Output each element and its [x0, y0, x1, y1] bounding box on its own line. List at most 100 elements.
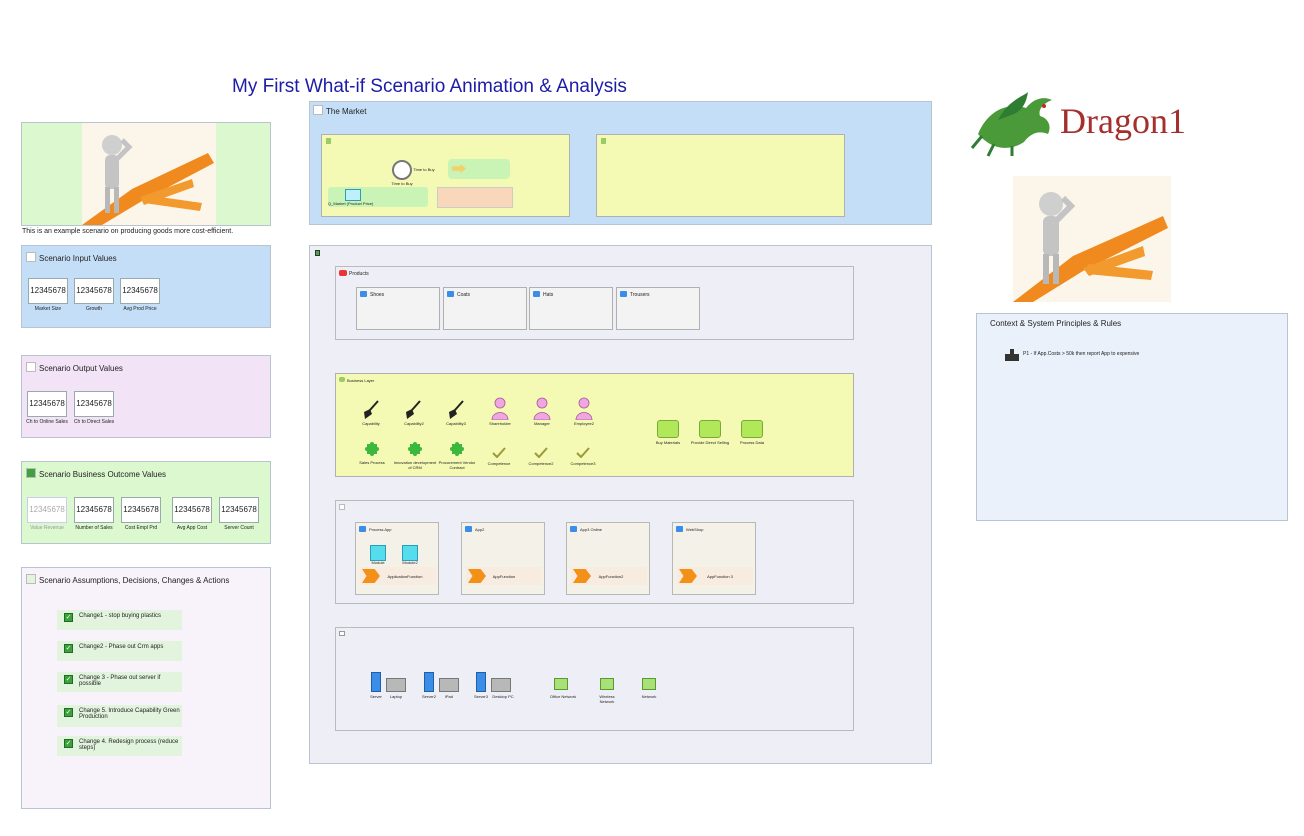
app-icon — [465, 526, 472, 532]
ch-online-sales-field[interactable]: 12345678 — [27, 391, 67, 417]
change-item[interactable]: ✓Change 5. Introduce Capability Green Pr… — [57, 705, 182, 727]
app-function-bar: AppFunction 3 — [677, 567, 753, 585]
market-bar: Q_Market (Product Price) — [328, 187, 428, 207]
panel-icon — [26, 252, 36, 262]
infrastructure-layer: Server Laptop Server2 iPad Server3 Deskt… — [335, 627, 854, 731]
ch-direct-sales-field[interactable]: 12345678 — [74, 391, 114, 417]
checkbox-icon: ✓ — [64, 675, 73, 684]
number-of-sales-field[interactable]: 12345678 — [74, 497, 114, 523]
network-label: Wireless Network — [599, 694, 615, 704]
layer-title: Products — [349, 271, 369, 277]
product-shoes[interactable]: Shoes — [356, 287, 440, 330]
puzzle-icon — [407, 441, 423, 462]
shovel-icon — [362, 400, 380, 425]
market-segment-box-2 — [596, 134, 845, 217]
process-label: Innovation development of CRM — [393, 460, 437, 470]
dragon1-logo: Dragon1 — [968, 90, 1216, 160]
products-layer: Products Shoes Coats Hats Trousers — [335, 266, 854, 340]
server-icon — [424, 672, 434, 692]
dragon-icon — [970, 92, 1052, 157]
panel-title: Scenario Business Outcome Values — [39, 470, 167, 479]
avg-prod-price-field[interactable]: 12345678 — [120, 278, 160, 304]
field-label: Growth — [85, 306, 103, 312]
logo-text: Dragon1 — [1060, 101, 1186, 141]
arrow-block — [448, 159, 510, 179]
panel-icon — [313, 105, 323, 115]
growth-field[interactable]: 12345678 — [74, 278, 114, 304]
person-icon — [575, 396, 593, 425]
node-label: iPad — [444, 694, 453, 699]
function-label: Provide Direct Selling — [690, 440, 730, 445]
outcome-values-panel: Scenario Business Outcome Values 1234567… — [21, 461, 271, 544]
value-revenue-field[interactable]: 12345678 — [27, 497, 67, 523]
network-icon — [554, 678, 568, 690]
app-box[interactable]: App2 AppFunction — [461, 522, 545, 595]
panel-icon — [315, 250, 320, 256]
app-function-bar: ApplicationFunction — [360, 567, 436, 585]
change-item[interactable]: ✓Change 4. Redesign process (reduce step… — [57, 736, 182, 756]
capability-label: Capability — [362, 421, 380, 426]
clock-icon — [392, 160, 412, 180]
product-trousers[interactable]: Trousers — [616, 287, 700, 330]
clock-label: Time to Buy — [413, 167, 435, 172]
app-icon — [570, 526, 577, 532]
field-label: Ch to Online Sales — [26, 419, 68, 425]
change-item[interactable]: ✓Change 3 - Phase out server if possible — [57, 672, 182, 692]
server-count-field[interactable]: 12345678 — [219, 497, 259, 523]
product-icon — [533, 291, 540, 297]
field-label: Market Size — [34, 306, 62, 312]
competence-icon — [492, 445, 506, 463]
app-box[interactable]: Process App Module Module2 ApplicationFu… — [355, 522, 439, 595]
market-panel: The Market Time to Buy Time to Buy Q_Mar… — [309, 101, 932, 225]
module-icon — [402, 545, 418, 561]
product-hats[interactable]: Hats — [529, 287, 613, 330]
product-coats[interactable]: Coats — [443, 287, 527, 330]
network-label: Network — [641, 694, 657, 699]
app-icon — [359, 526, 366, 532]
app-function-bar: AppFunction2 — [571, 567, 647, 585]
person-label: Employee2 — [573, 421, 594, 426]
field-label: Cost Empl Prd — [124, 525, 158, 531]
app-function-label: ApplicationFunction — [387, 574, 423, 579]
checkbox-icon: ✓ — [64, 708, 73, 717]
app-box[interactable]: App3 Online AppFunction2 — [566, 522, 650, 595]
business-function-box[interactable] — [741, 420, 763, 438]
laptop-icon — [386, 678, 406, 692]
business-layer: Business Layer Capability Capability2 Ca… — [335, 373, 854, 477]
avg-app-cost-field[interactable]: 12345678 — [172, 497, 212, 523]
person-label: Manager — [534, 421, 550, 426]
market-bar-label: Q_Market (Product Price) — [328, 201, 374, 206]
product-icon — [360, 291, 367, 297]
change-item[interactable]: ✓Change2 - Phase out Crm apps — [57, 641, 182, 661]
business-function-box[interactable] — [657, 420, 679, 438]
chevron-icon — [362, 569, 380, 583]
cost-empl-prd-field[interactable]: 12345678 — [121, 497, 161, 523]
panel-title: The Market — [326, 107, 367, 116]
principle-rule: P1 - If App.Costs > 50k then report App … — [1023, 351, 1140, 357]
node-label: Laptop — [389, 694, 403, 699]
process-label: Sales Process — [359, 460, 385, 465]
shovel-icon — [404, 400, 422, 425]
clock-sublabel: Time to Buy — [391, 181, 413, 186]
business-function-box[interactable] — [699, 420, 721, 438]
intro-caption: This is an example scenario on producing… — [22, 228, 234, 235]
field-label: Avg App Cost — [176, 525, 208, 531]
monitor-icon — [345, 189, 361, 201]
person-label: Shareholder — [489, 421, 511, 426]
market-size-field[interactable]: 12345678 — [28, 278, 68, 304]
competence-label: Competence — [487, 461, 511, 466]
app-icon — [676, 526, 683, 532]
person-icon — [491, 396, 509, 425]
app-box[interactable]: WebShop AppFunction 3 — [672, 522, 756, 595]
changes-panel: Scenario Assumptions, Decisions, Changes… — [21, 567, 271, 809]
chevron-icon — [573, 569, 591, 583]
competence-label: Competence2 — [528, 461, 554, 466]
ipad-icon — [439, 678, 459, 692]
market-value-box — [437, 187, 513, 208]
app-function-label: AppFunction 3 — [707, 574, 733, 579]
chevron-icon — [679, 569, 697, 583]
panel-title: Context & System Principles & Rules — [990, 319, 1122, 328]
module-label: Module — [371, 560, 385, 565]
change-item[interactable]: ✓Change1 - stop buying plastics — [57, 610, 182, 630]
puzzle-icon — [364, 441, 380, 462]
